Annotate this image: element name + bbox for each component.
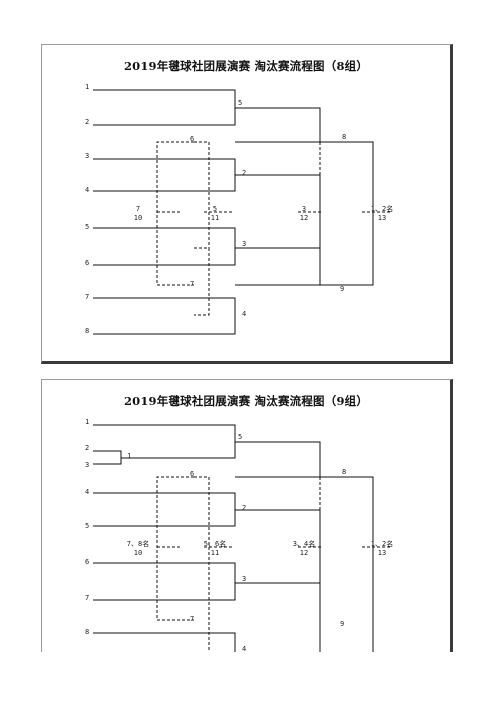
- seed-1: 1: [85, 83, 90, 91]
- placement-label-5: 5: [212, 205, 218, 213]
- seed-3: 3: [85, 461, 90, 469]
- seed-5: 5: [85, 223, 90, 231]
- match-number: 8: [342, 133, 347, 141]
- placement-number-11: 11: [210, 549, 220, 557]
- match-number: 2: [242, 169, 247, 177]
- match-number: 4: [242, 310, 247, 318]
- placement-label-7-8: 7、8名: [126, 540, 150, 548]
- seed-2: 2: [85, 118, 90, 126]
- match-number: 9: [340, 285, 345, 293]
- match-number: 3: [242, 575, 247, 583]
- seed-3: 3: [85, 152, 90, 160]
- bracket-lines: [93, 424, 390, 652]
- placement-label-3-4: 3、4名: [292, 540, 316, 548]
- placement-number-11: 11: [210, 214, 220, 222]
- seed-7: 7: [85, 293, 90, 301]
- match-number: 5: [238, 99, 243, 107]
- placement-label-5-6: 5、6名: [203, 540, 227, 548]
- page-title: 2019年毽球社团展演赛 淘汰赛流程图（9组）: [123, 394, 369, 408]
- seed-8: 8: [85, 628, 90, 636]
- match-number: 8: [342, 468, 347, 476]
- seed-8: 8: [85, 327, 90, 335]
- match-number: 7: [190, 615, 195, 623]
- seed-6: 6: [85, 558, 90, 566]
- match-number: 6: [190, 470, 195, 478]
- seed-5: 5: [85, 522, 90, 530]
- bracket-sheet-9-groups: 2019年毽球社团展演赛 淘汰赛流程图（9组）: [41, 379, 453, 652]
- bracket-sheet-8-groups: 2019年毽球社团展演赛 淘汰赛流程图（8组） 1: [41, 44, 453, 364]
- placement-number-13: 13: [377, 549, 387, 557]
- placement-number-12: 12: [299, 549, 309, 557]
- match-number: 9: [340, 620, 345, 628]
- seed-2: 2: [85, 444, 90, 452]
- match-number: 7: [190, 280, 195, 288]
- placement-label-7: 7: [135, 205, 141, 213]
- seed-6: 6: [85, 259, 90, 267]
- bracket-lines: [93, 89, 390, 335]
- seed-4: 4: [85, 186, 90, 194]
- seed-7: 7: [85, 594, 90, 602]
- match-number: 3: [242, 240, 247, 248]
- match-number: 1: [127, 452, 132, 460]
- match-number: 4: [242, 645, 247, 652]
- placement-number-10: 10: [133, 549, 143, 557]
- match-number: 5: [238, 433, 243, 441]
- placement-number-12: 12: [299, 214, 309, 222]
- placement-label-1-2: 1、2名: [370, 540, 394, 548]
- placement-label-3: 3: [301, 205, 307, 213]
- seed-1: 1: [85, 418, 90, 426]
- match-number: 2: [242, 504, 247, 512]
- placement-number-10: 10: [133, 214, 143, 222]
- page-title: 2019年毽球社团展演赛 淘汰赛流程图（8组）: [123, 59, 369, 73]
- seed-4: 4: [85, 488, 90, 496]
- placement-label-1-2: 1、2名: [370, 205, 394, 213]
- match-number: 6: [190, 135, 195, 143]
- placement-number-13: 13: [377, 214, 387, 222]
